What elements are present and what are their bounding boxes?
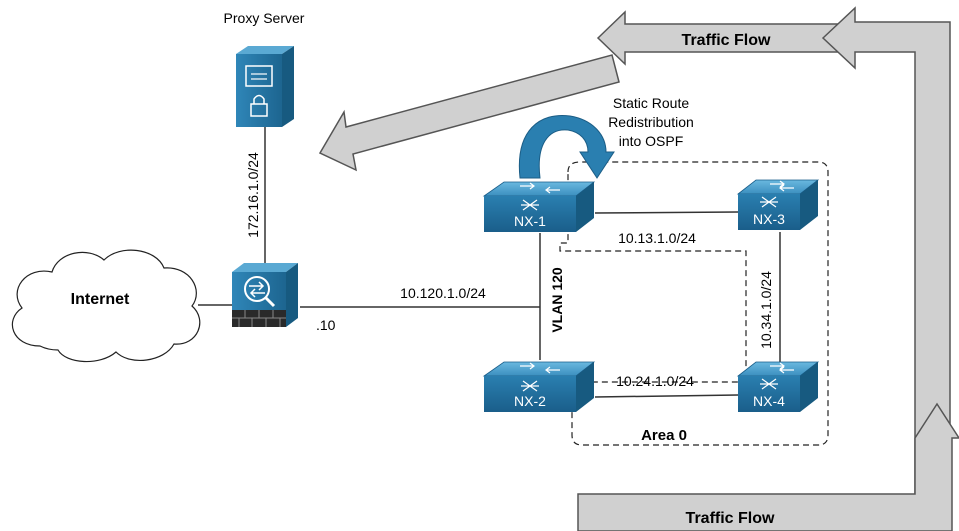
nx4-switch-icon [736,361,820,412]
nx2-nx4-subnet-label: 10.24.1.0/24 [616,373,694,389]
nx3-switch-icon [736,179,820,230]
nx2-switch-icon [482,361,596,412]
nx1-label: NX-1 [514,213,546,229]
firewall-ip-label: .10 [316,317,336,333]
proxy-server-icon [236,46,294,127]
nx3-nx4-subnet-label: 10.34.1.0/24 [758,271,774,349]
static-route-line3: into OSPF [619,133,684,149]
proxy-subnet-label: 172.16.1.0/24 [245,152,261,238]
nx4-label: NX-4 [753,393,785,409]
traffic-flow-top-label: Traffic Flow [682,32,771,49]
static-route-line2: Redistribution [608,114,694,130]
core-subnet-label: 10.120.1.0/24 [400,285,486,301]
cloud-icon [11,249,201,363]
traffic-flow-arrow-diagonal [318,54,620,172]
area-label: Area 0 [641,427,687,444]
firewall-icon [232,263,298,327]
traffic-flow-arrow-bottom [577,402,959,531]
nx2-nx4-link [594,394,739,398]
links [198,127,781,398]
internet-label: Internet [71,291,130,308]
vlan-label: VLAN 120 [549,267,565,333]
redistribution-arrow-icon [518,114,615,179]
area-boundary [559,161,829,446]
nx1-switch-icon [482,181,596,232]
static-route-line1: Static Route [613,95,689,111]
nx2-label: NX-2 [514,393,546,409]
nx3-label: NX-3 [753,211,785,227]
nx1-nx3-subnet-label: 10.13.1.0/24 [618,230,696,246]
nx1-nx3-link [594,211,739,214]
proxy-server-label: Proxy Server [224,10,305,26]
traffic-flow-bottom-label: Traffic Flow [686,510,775,527]
